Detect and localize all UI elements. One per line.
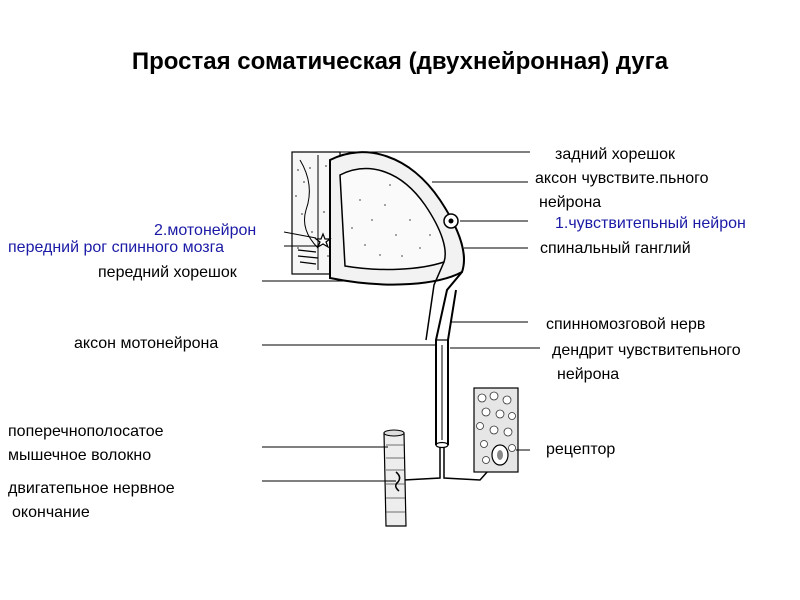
- label-spinal-ganglion: спинальный ганглий: [540, 240, 691, 257]
- label-muscle-fiber-line1: поперечнополосатое: [8, 423, 164, 440]
- label-sensory-dendrite-line2: нейрона: [557, 366, 620, 383]
- label-sensory-dendrite-line1: дендрит чувствитепьного: [552, 342, 741, 359]
- label-sensory-neuron: 1.чувствитепьный нейрон: [555, 215, 746, 232]
- label-receptor: рецептор: [546, 441, 616, 458]
- receptor-tissue-shape: [473, 387, 519, 473]
- label-sensory-axon-line1: аксон чувствите.пьного: [535, 170, 709, 187]
- label-anterior-root: передний хорешок: [98, 264, 237, 281]
- label-motor-ending-line2: окончание: [12, 504, 90, 521]
- motoneuron-star-icon: [314, 232, 332, 249]
- label-sensory-axon-line2: нейрона: [539, 194, 602, 211]
- label-motor-axon: аксон мотонейрона: [74, 335, 219, 352]
- label-posterior-root: задний хорешок: [555, 146, 675, 163]
- anterior-root-lines: [297, 249, 319, 265]
- spinal-ganglion-shape: [329, 151, 465, 286]
- page-title: Простая соматическая (двухнейронная) дуг…: [131, 48, 669, 75]
- spinal-nerve-shape: [425, 261, 463, 449]
- sensory-neuron-body: [443, 213, 459, 229]
- motor-ending-shape: [395, 471, 401, 492]
- muscle-fiber-shape: [383, 429, 407, 527]
- label-anterior-horn: передний рог спинного мозга: [8, 239, 225, 256]
- label-muscle-fiber-line2: мышечное волокно: [8, 447, 152, 464]
- label-motoneuron: 2.мотонейрон: [154, 222, 257, 239]
- leader-lines: [262, 151, 540, 482]
- label-spinal-nerve: спинномозговой нерв: [546, 316, 706, 333]
- label-motor-ending-line1: двигатепьное нервное: [8, 480, 175, 497]
